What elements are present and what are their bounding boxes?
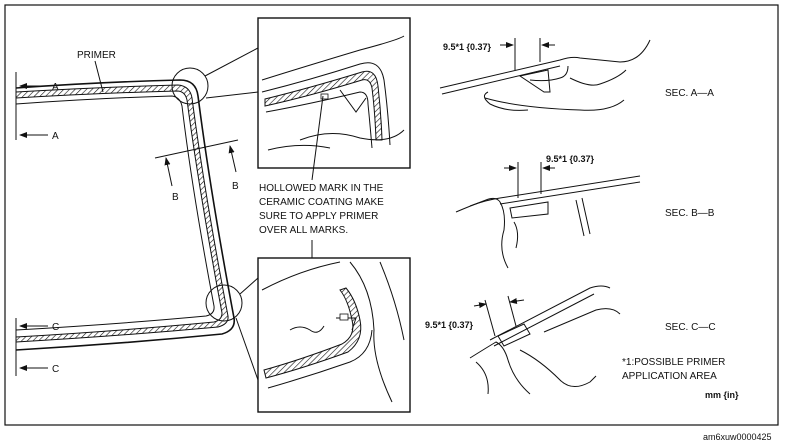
- primer-label: PRIMER: [77, 50, 116, 61]
- dimension-label-b: 9.5*1 {0.37}: [546, 154, 595, 164]
- section-a-a-title: SEC. A—A: [665, 88, 714, 99]
- note-leader-top: [311, 95, 324, 181]
- section-c-c-title: SEC. C—C: [665, 322, 716, 333]
- detail-leader-bottom-2: [235, 317, 259, 381]
- note-line-4: OVER ALL MARKS.: [259, 225, 348, 236]
- footnote-line-2: APPLICATION AREA: [622, 371, 717, 382]
- section-b-b-title: SEC. B—B: [665, 208, 715, 219]
- detail-leader-top-2: [205, 91, 259, 99]
- section-mark-c: C C: [15, 318, 59, 376]
- section-a-top-label: A: [52, 82, 59, 93]
- note-line-1: HOLLOWED MARK IN THE: [259, 183, 384, 194]
- section-b-b-view: [455, 162, 641, 269]
- dimension-label-a: 9.5*1 {0.37}: [443, 42, 492, 52]
- unit-label: mm {in}: [705, 390, 739, 400]
- section-b-right-label: B: [232, 181, 239, 192]
- footnote-line-1: *1:POSSIBLE PRIMER: [622, 357, 725, 368]
- detail-leader-top-1: [204, 47, 259, 77]
- section-c-bottom-label: C: [52, 364, 59, 375]
- windshield-outline: [15, 79, 236, 351]
- detail-box-bottom: [257, 257, 411, 413]
- section-b-left-label: B: [172, 192, 179, 203]
- detail-leader-bottom-1: [239, 277, 259, 295]
- note-line-3: SURE TO APPLY PRIMER: [259, 211, 378, 222]
- section-c-c-view: [469, 285, 621, 395]
- section-mark-a: A A: [15, 72, 59, 142]
- detail-circle-top: [171, 67, 209, 105]
- note-line-2: CERAMIC COATING MAKE: [259, 197, 384, 208]
- hollowed-mark-note: HOLLOWED MARK IN THE CERAMIC COATING MAK…: [259, 183, 384, 236]
- section-c-top-label: C: [52, 322, 59, 333]
- section-a-bottom-label: A: [52, 131, 59, 142]
- detail-circle-bottom: [205, 284, 243, 322]
- section-a-a-view: [439, 38, 651, 111]
- primer-leader: [94, 60, 104, 93]
- dimension-label-c: 9.5*1 {0.37}: [425, 320, 474, 330]
- detail-box-top: [257, 17, 411, 169]
- outer-frame: [4, 4, 779, 426]
- figure-code: am6xuw0000425: [703, 432, 772, 442]
- section-mark-b: B B: [154, 139, 239, 203]
